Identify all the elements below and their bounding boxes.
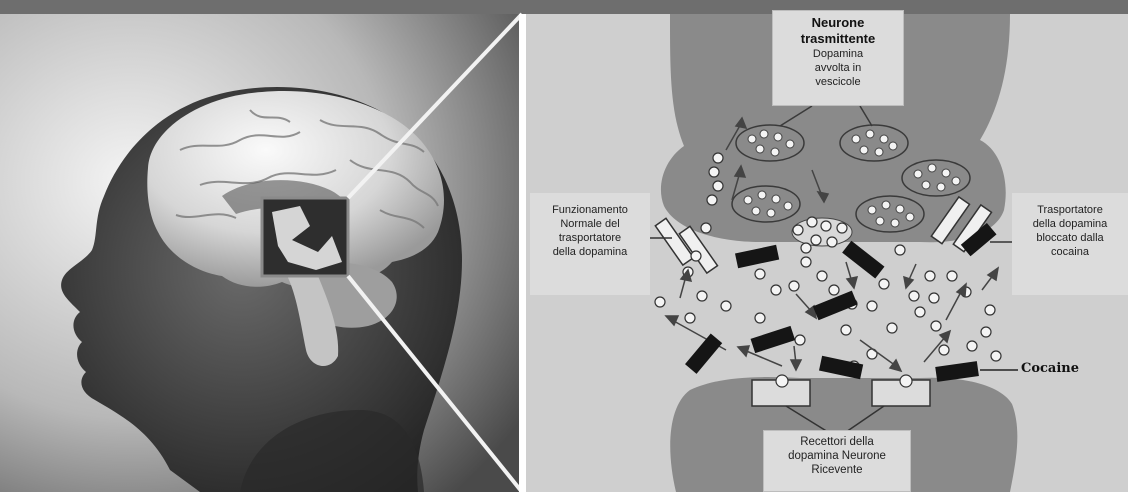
vesicle bbox=[856, 196, 924, 232]
normal-transporter-line: Funzionamento bbox=[536, 203, 644, 217]
header-band bbox=[0, 0, 1128, 14]
normal-transporter-line: trasportatore bbox=[536, 231, 644, 245]
receptor-label: Recettori della dopamina Neurone Riceven… bbox=[763, 430, 911, 492]
transmitter-label: Neurone trasmittente Dopamina avvolta in… bbox=[772, 10, 904, 106]
cocaine-label: Cocaine bbox=[1021, 361, 1079, 376]
normal-transporter-line: della dopamina bbox=[536, 245, 644, 259]
transmitter-line: avvolta in bbox=[779, 61, 897, 75]
transmitter-title: Neurone trasmittente bbox=[779, 15, 897, 47]
receptor-line: Ricevente bbox=[770, 463, 904, 477]
transmitter-line: vescicole bbox=[779, 75, 897, 89]
normal-transporter-line: Normale del bbox=[536, 217, 644, 231]
blocked-transporter-line: bloccato dalla bbox=[1018, 231, 1122, 245]
normal-transporter-label: Funzionamento Normale del trasportatore … bbox=[530, 193, 650, 295]
receptor-line: dopamina Neurone bbox=[770, 449, 904, 463]
vesicle bbox=[840, 125, 908, 161]
vesicle bbox=[902, 160, 970, 196]
blocked-transporter-line: della dopamina bbox=[1018, 217, 1122, 231]
receptor-line: Recettori della bbox=[770, 435, 904, 449]
blocked-transporter-label: Trasportatore della dopamina bloccato da… bbox=[1012, 193, 1128, 295]
blocked-transporter-line: Trasportatore bbox=[1018, 203, 1122, 217]
blocked-transporter-line: cocaina bbox=[1018, 245, 1122, 259]
transmitter-line: Dopamina bbox=[779, 47, 897, 61]
